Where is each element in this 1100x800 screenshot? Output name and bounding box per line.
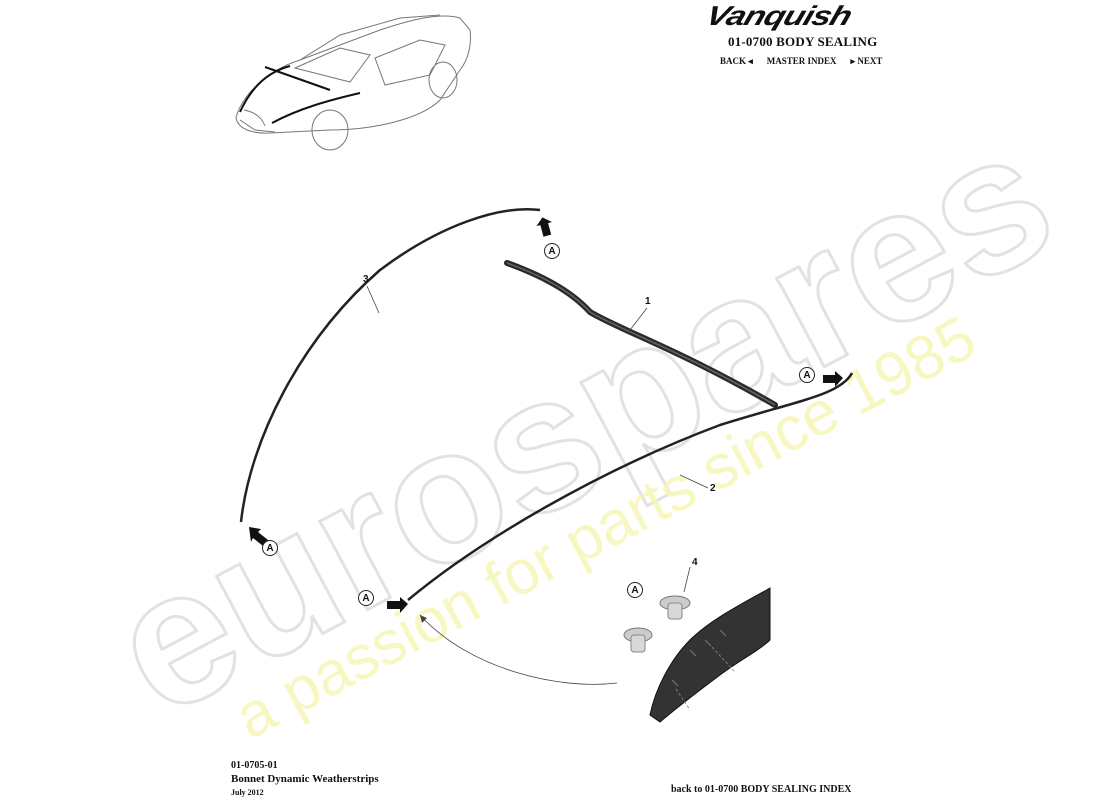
section-title: 01-0700 BODY SEALING xyxy=(728,34,878,49)
navigation: BACK ◂ MASTER INDEX ▸ NEXT xyxy=(720,56,882,67)
arrow-icon xyxy=(249,217,843,613)
reference-marker-a: A xyxy=(799,367,815,383)
weatherstrip-part-2 xyxy=(407,372,854,601)
part-name: Bonnet Dynamic Weatherstrips xyxy=(231,773,379,785)
reference-marker-a: A xyxy=(627,582,643,598)
weatherstrip-part-3 xyxy=(239,208,541,523)
clip-detail xyxy=(623,566,771,723)
next-link[interactable]: ▸ NEXT xyxy=(850,56,883,66)
back-link[interactable]: BACK ◂ xyxy=(720,56,753,66)
diagram-date: July 2012 xyxy=(231,788,264,797)
callout-4: 4 xyxy=(692,557,698,568)
clip-fastener-lower xyxy=(623,627,653,653)
callout-1: 1 xyxy=(645,296,651,307)
callout-2: 2 xyxy=(710,483,716,494)
reference-marker-a: A xyxy=(544,243,560,259)
clip-fastener-upper xyxy=(659,595,691,620)
weatherstrip-part-1 xyxy=(504,260,778,408)
back-to-index-link[interactable]: back to 01-0700 BODY SEALING INDEX xyxy=(671,784,852,795)
part-code: 01-0705-01 xyxy=(231,760,278,771)
master-index-link[interactable]: MASTER INDEX xyxy=(766,56,837,66)
reference-marker-a: A xyxy=(358,590,374,606)
callout-3: 3 xyxy=(363,274,369,285)
reference-marker-a: A xyxy=(262,540,278,556)
